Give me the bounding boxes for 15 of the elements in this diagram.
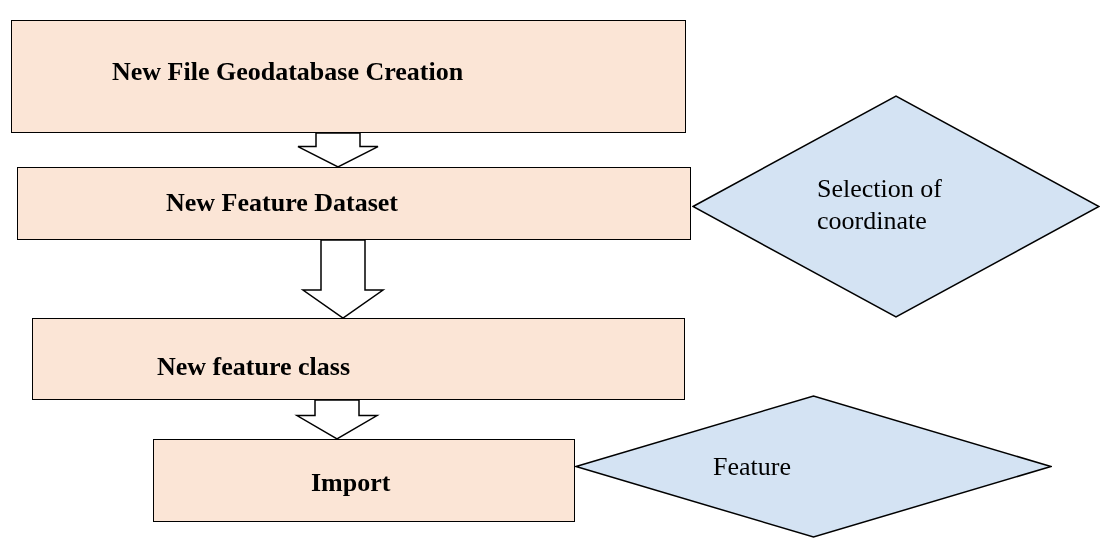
node-label: Selection of coordinate — [817, 173, 943, 237]
node-label: Import — [311, 468, 391, 498]
process-box — [32, 318, 685, 400]
node-label: New feature class — [157, 352, 351, 382]
block-arrow — [300, 239, 386, 319]
process-box — [153, 439, 575, 522]
decision-diamond — [692, 95, 1100, 318]
node-label: Feature — [713, 451, 792, 483]
node-label: New File Geodatabase Creation — [112, 57, 464, 87]
block-arrow — [297, 132, 379, 168]
decision-diamond — [575, 395, 1052, 538]
node-label: New Feature Dataset — [166, 188, 398, 218]
process-box — [11, 20, 686, 133]
process-box — [17, 167, 691, 240]
block-arrow — [294, 399, 380, 440]
